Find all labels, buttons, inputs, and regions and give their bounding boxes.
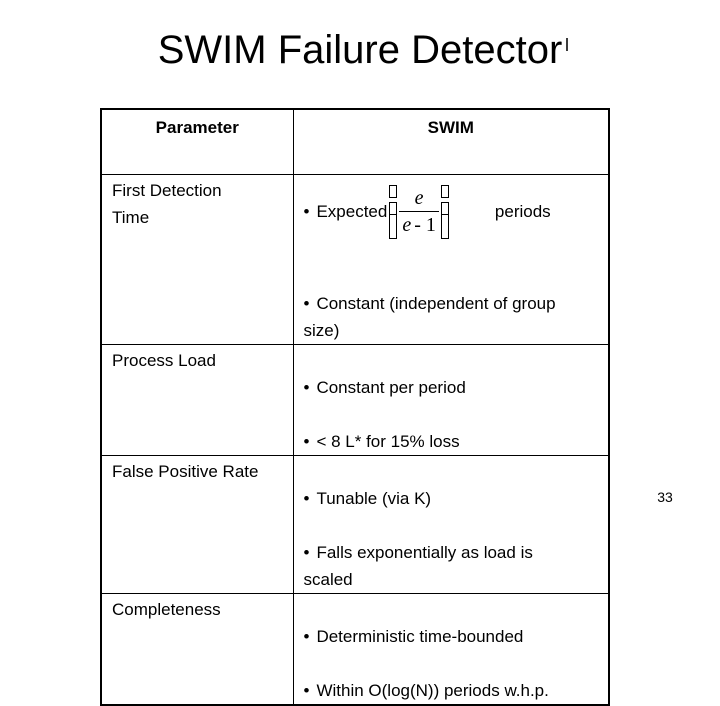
slide-title: SWIM Failure Detector: [157, 28, 563, 72]
bullet-text: Constant per period: [316, 377, 466, 397]
bullet-item: • Deterministic time-bounded: [304, 596, 599, 650]
cell-false-positive-rate-swim: •Tunable (via K) •Falls exponentially as…: [292, 454, 610, 594]
bullet-text: Within O(log(N)) periods w.h.p.: [316, 680, 549, 700]
bullet-item: • Within O(log(N)) periods w.h.p.: [304, 650, 599, 704]
bullet-item: •Falls exponentially as load is scaled: [304, 512, 599, 593]
bullet-marker: •: [303, 626, 310, 646]
missing-glyph-box-icon: [389, 213, 398, 239]
bullet-marker: •: [303, 680, 310, 700]
table-header-row: Parameter SWIM: [100, 108, 610, 175]
bullet-text: Tunable (via K): [316, 488, 432, 508]
bullet-item: • < 8 L* for 15% loss: [304, 401, 599, 455]
header-swim: SWIM: [292, 108, 610, 175]
fraction-e-over-e-minus-1: e e- 1: [399, 187, 439, 236]
param-false-positive-rate: False Positive Rate: [100, 454, 294, 594]
header-parameter: Parameter: [100, 108, 294, 175]
bullet-text: Deterministic time-bounded: [316, 626, 524, 646]
title-cursor-artifact: [566, 38, 568, 51]
bullet-marker: •: [303, 202, 310, 221]
missing-glyph-box-icon: [440, 184, 449, 198]
slide-canvas: SWIM Failure Detector Parameter SWIM Fir…: [100, 28, 673, 706]
bullet-text: Constant (independent of group size): [303, 293, 556, 340]
periods-label: periods: [494, 202, 551, 221]
expected-label: Expected: [316, 202, 388, 221]
cell-completeness-swim: • Deterministic time-bounded • Within O(lo…: [292, 592, 610, 705]
table-row: Completeness • Deterministic time-bounded…: [100, 592, 610, 705]
page-number: 33: [657, 489, 673, 505]
param-first-detection-time: First Detection Time: [100, 173, 294, 345]
bullet-marker: •: [303, 488, 310, 508]
fraction-numerator: e: [414, 187, 424, 209]
denominator-rest: - 1: [414, 214, 436, 236]
denominator-variable: e: [402, 214, 412, 236]
table-row: False Positive Rate •Tunable (via K) •Fa…: [100, 454, 610, 594]
bullet-item: •Constant (independent of group size): [304, 263, 599, 344]
table-row: First Detection Time • Expected e e- 1: [100, 173, 610, 345]
parameters-table: Parameter SWIM First Detection Time • Ex…: [100, 108, 610, 706]
missing-glyph-box-icon: [389, 184, 398, 198]
cell-first-detection-time-swim: • Expected e e- 1: [292, 173, 610, 345]
bullet-text: < 8 L* for 15% loss: [316, 431, 460, 451]
left-bracket-missing-glyph-icon: [389, 184, 398, 239]
bullet-marker: •: [303, 377, 310, 397]
param-process-load: Process Load: [100, 343, 294, 456]
bullet-marker: •: [303, 293, 310, 313]
cell-process-load-swim: • Constant per period • < 8 L* for 15% los…: [292, 343, 610, 456]
bullet-item: • Tunable (via K): [304, 458, 599, 512]
expected-periods-line: • Expected e e- 1: [303, 184, 599, 239]
param-completeness: Completeness: [100, 592, 294, 705]
fraction-denominator: e- 1: [399, 211, 439, 236]
table-row: Process Load • Constant per period • < 8 L…: [100, 343, 610, 456]
bullet-item: • Constant per period: [304, 347, 599, 401]
bullet-text: Falls exponentially as load is scaled: [303, 542, 533, 589]
bullet-marker: •: [303, 542, 310, 562]
right-bracket-missing-glyph-icon: [440, 184, 449, 239]
bracketed-fraction: e e- 1: [389, 184, 449, 239]
bullet-marker: •: [303, 431, 310, 451]
missing-glyph-box-icon: [440, 213, 449, 239]
